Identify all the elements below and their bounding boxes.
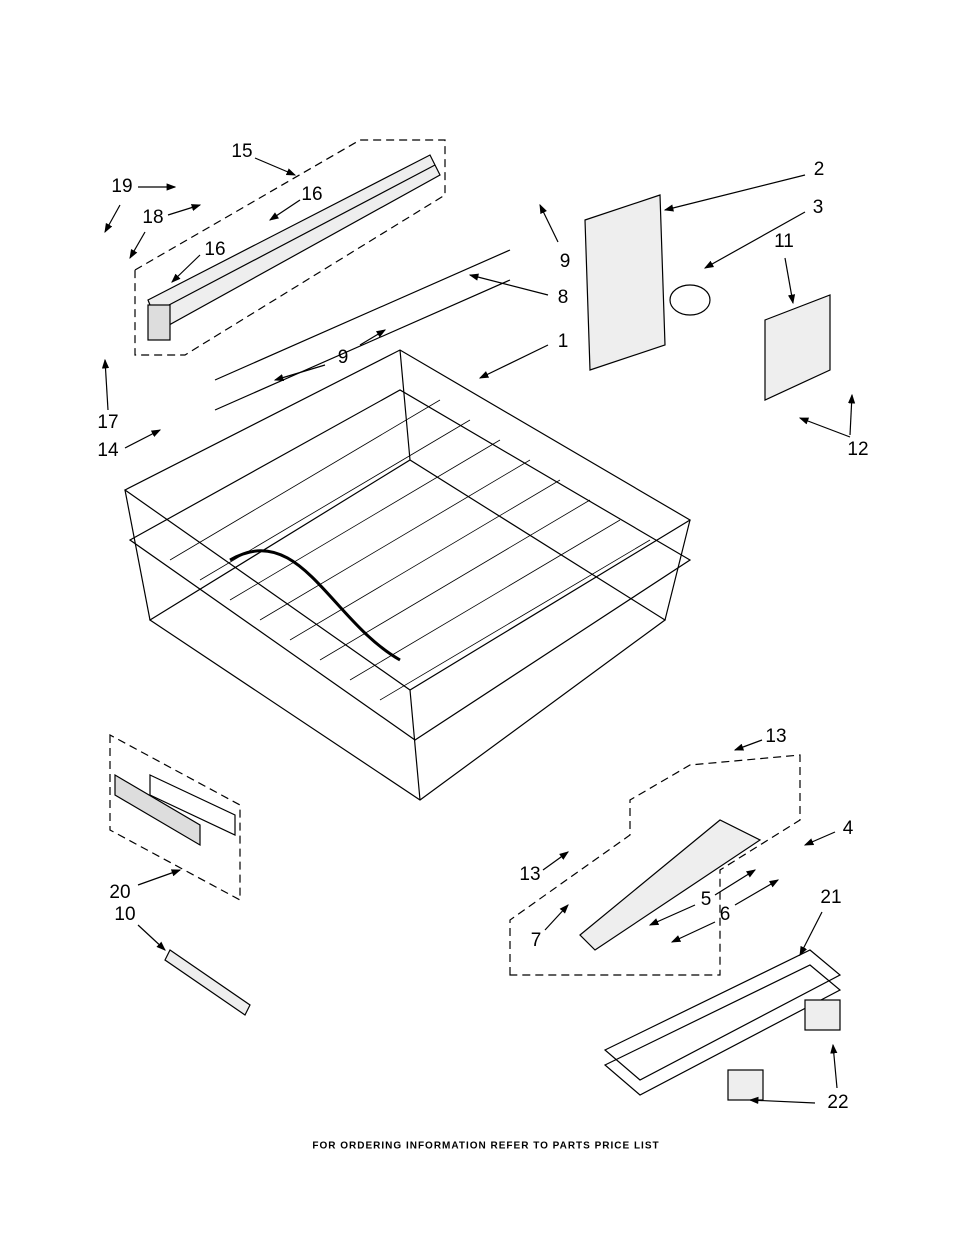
cover-11: [764, 294, 831, 401]
footer-note: FOR ORDERING INFORMATION REFER TO PARTS …: [312, 1140, 660, 1152]
callout-3: 3: [812, 197, 824, 218]
callout-16: 16: [301, 184, 323, 205]
rail-15: [147, 154, 441, 341]
callout-12: 12: [847, 439, 869, 460]
callout-13: 13: [765, 726, 787, 747]
callout-5: 5: [700, 889, 712, 910]
callout-11: 11: [774, 231, 794, 252]
callout-13: 13: [519, 864, 541, 885]
handle-20: [114, 773, 236, 847]
adjuster-bracket: [579, 819, 762, 951]
clip-22: [727, 999, 841, 1101]
bracket-10: [164, 949, 251, 1016]
callout-2: 2: [813, 159, 825, 180]
latch-housing-2: [584, 194, 666, 371]
wire-rack-21: [603, 949, 842, 1096]
callout-10: 10: [114, 904, 136, 925]
callout-21: 21: [820, 887, 842, 908]
callout-17: 17: [97, 412, 119, 433]
callout-20: 20: [109, 882, 131, 903]
callout-8: 8: [557, 287, 569, 308]
adjuster-group-4: [509, 754, 801, 976]
callout-9: 9: [337, 347, 349, 368]
callout-15: 15: [231, 141, 253, 162]
leader-lines: [101, 157, 856, 1104]
callout-9: 9: [559, 251, 571, 272]
callout-19: 19: [111, 176, 133, 197]
callout-18: 18: [142, 207, 164, 228]
callout-14: 14: [97, 440, 119, 461]
callout-1: 1: [557, 331, 569, 352]
tine-row-8: [214, 249, 511, 411]
dish-rack-1: [123, 349, 692, 801]
callout-16: 16: [204, 239, 226, 260]
callout-4: 4: [842, 818, 854, 839]
cap-3: [669, 284, 711, 316]
callout-7: 7: [530, 930, 542, 951]
callout-6: 6: [719, 904, 731, 925]
callout-22: 22: [827, 1092, 849, 1113]
rail-assembly-group: [134, 139, 446, 356]
